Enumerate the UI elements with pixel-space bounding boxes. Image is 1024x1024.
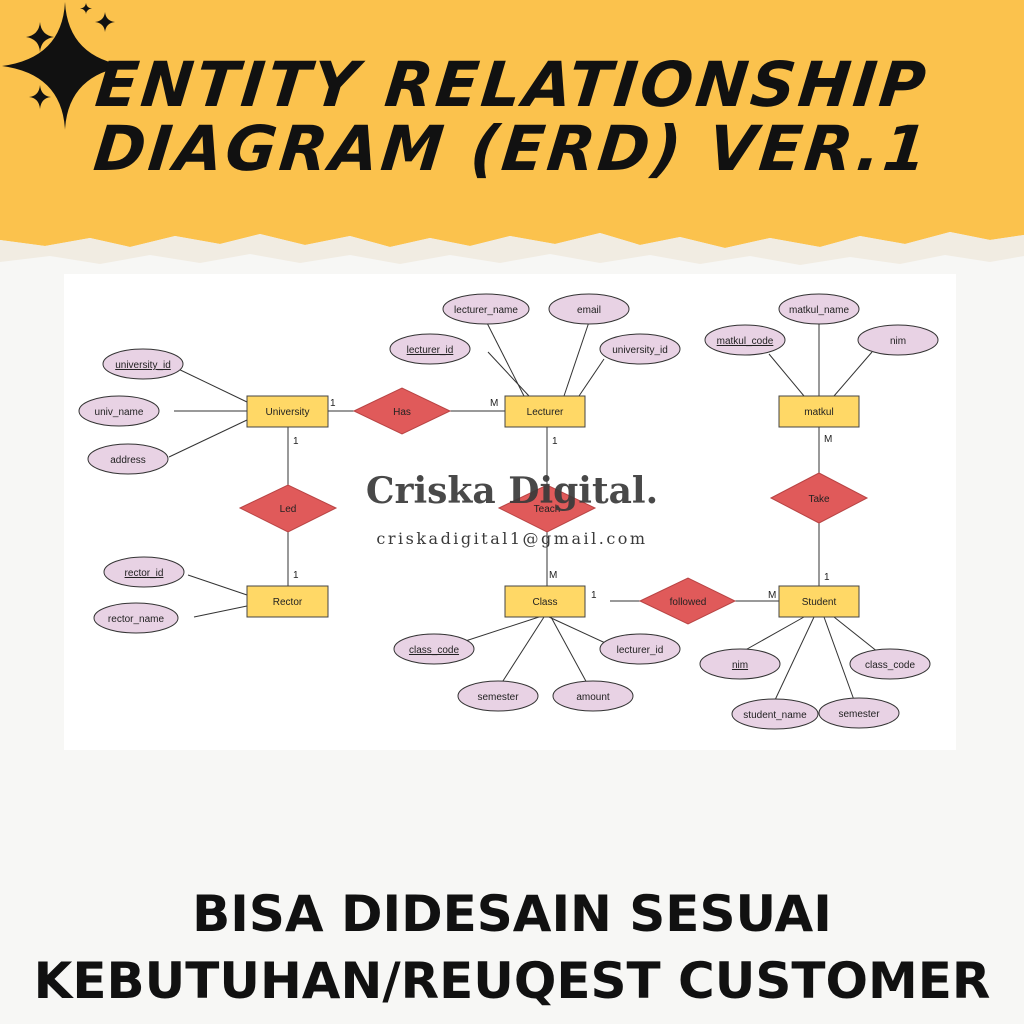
attribute-matkul-nim-label: nim <box>890 336 906 347</box>
header-banner: ENTITY RELATIONSHIP DIAGRAM (ERD) VER.1 <box>0 0 1024 270</box>
entity-university-label: University <box>266 407 310 418</box>
entity-class: Class <box>504 585 586 618</box>
attribute-university-id: university_id <box>102 348 184 380</box>
attribute-class-semester-label: semester <box>477 692 519 703</box>
entity-lecturer: Lecturer <box>504 395 586 428</box>
cardinality-teach-class: M <box>549 570 557 581</box>
attribute-matkul-name: matkul_name <box>778 293 860 325</box>
attribute-lecturer-university-id: university_id <box>599 333 681 365</box>
attribute-address: address <box>87 443 169 475</box>
attribute-student-nim-label: nim <box>732 660 748 671</box>
entity-matkul-label: matkul <box>804 407 833 418</box>
attribute-amount-label: amount <box>576 692 610 703</box>
entity-student-label: Student <box>802 597 837 608</box>
relationship-teach-label: Teach <box>534 504 561 515</box>
relationship-led-label: Led <box>280 504 297 515</box>
attribute-student-semester-label: semester <box>838 709 880 720</box>
relationship-has: Has <box>352 387 452 435</box>
cardinality-class-followed: 1 <box>591 590 597 601</box>
attribute-rector-id-label: rector_id <box>125 568 164 579</box>
attribute-rector-name-label: rector_name <box>108 614 165 625</box>
attribute-matkul-code: matkul_code <box>704 324 786 356</box>
attribute-rector-id: rector_id <box>103 556 185 588</box>
footer-line-1: BISA DIDESAIN SESUAI <box>192 885 832 943</box>
attribute-student-class-code-label: class_code <box>865 660 915 671</box>
attribute-class-code: class_code <box>393 633 475 665</box>
relationship-take-label: Take <box>808 494 830 505</box>
cardinality-lecturer-teach: 1 <box>552 436 558 447</box>
cardinality-led-rector: 1 <box>293 570 299 581</box>
relationship-followed-label: followed <box>670 597 707 608</box>
attribute-class-lecturer-id-label: lecturer_id <box>617 645 664 656</box>
entity-university: University <box>246 395 329 428</box>
attribute-rector-name: rector_name <box>93 602 179 634</box>
attribute-address-label: address <box>110 455 146 466</box>
entity-rector-label: Rector <box>273 597 303 608</box>
attribute-lecturer-name: lecturer_name <box>442 293 530 325</box>
erd-diagram: University Lecturer matkul Rector Class … <box>78 293 939 730</box>
entity-lecturer-label: Lecturer <box>527 407 564 418</box>
attribute-student-name: student_name <box>731 698 819 730</box>
attribute-lecturer-name-label: lecturer_name <box>454 305 518 316</box>
attribute-univ-name: univ_name <box>78 395 160 427</box>
attribute-class-semester: semester <box>457 680 539 712</box>
relationship-teach: Teach <box>497 484 597 533</box>
connectors <box>168 320 884 701</box>
attribute-student-name-label: student_name <box>743 710 807 721</box>
relationship-followed: followed <box>638 577 737 625</box>
footer-line-2: KEBUTUHAN/REUQEST CUSTOMER <box>33 952 991 1010</box>
relationship-has-label: Has <box>393 407 411 418</box>
attribute-student-nim: nim <box>699 648 781 680</box>
attribute-lecturer-id-label: lecturer_id <box>407 345 454 356</box>
cardinality-has-lecturer: M <box>490 398 498 409</box>
attribute-matkul-nim: nim <box>857 324 939 356</box>
attribute-student-class-code: class_code <box>849 648 931 680</box>
relationship-led: Led <box>238 484 338 533</box>
title-line-2: DIAGRAM (ERD) VER.1 <box>90 112 934 185</box>
relationship-take: Take <box>769 472 869 524</box>
erd-diagram-panel: University Lecturer matkul Rector Class … <box>64 274 956 750</box>
attribute-matkul-name-label: matkul_name <box>789 305 849 316</box>
attribute-class-lecturer-id: lecturer_id <box>599 633 681 665</box>
attribute-student-semester: semester <box>818 697 900 729</box>
torn-paper-banner <box>0 0 1024 265</box>
attribute-univ-name-label: univ_name <box>95 407 144 418</box>
cardinality-matkul-take: M <box>824 434 832 445</box>
attribute-email: email <box>548 293 630 325</box>
cardinality-take-student: 1 <box>824 572 830 583</box>
sparkle-small-icon <box>26 3 115 109</box>
entity-matkul: matkul <box>778 395 860 428</box>
cardinality-univ-led: 1 <box>293 436 299 447</box>
attribute-lecturer-university-id-label: university_id <box>612 345 668 356</box>
cardinality-univ-has: 1 <box>330 398 336 409</box>
entity-class-label: Class <box>532 597 557 608</box>
attribute-amount: amount <box>552 680 634 712</box>
attribute-email-label: email <box>577 305 601 316</box>
watermark-name: Criska Digital. <box>365 470 659 512</box>
attribute-matkul-code-label: matkul_code <box>717 336 774 347</box>
attribute-class-code-label: class_code <box>409 645 459 656</box>
entity-rector: Rector <box>246 585 329 618</box>
entity-student: Student <box>778 585 860 618</box>
watermark-email: criskadigital1@gmail.com <box>376 529 648 548</box>
cardinality-followed-student: M <box>768 590 776 601</box>
attribute-lecturer-id: lecturer_id <box>389 333 471 365</box>
title-line-1: ENTITY RELATIONSHIP <box>92 48 932 121</box>
sparkle-large-icon <box>2 2 128 130</box>
attribute-university-id-label: university_id <box>115 360 171 371</box>
